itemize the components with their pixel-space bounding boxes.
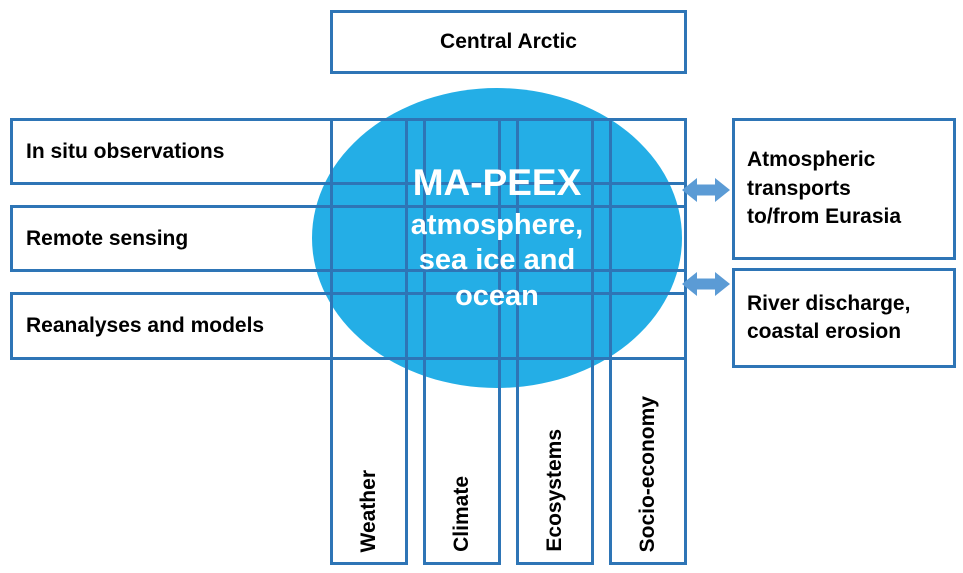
column-socio-economy: Socio-economy [609,118,687,565]
column-weather: Weather [330,118,408,565]
ellipse-subtitle: atmosphere, sea ice and ocean [410,208,584,312]
central-arctic-box: Central Arctic [330,10,687,74]
ma-peex-ellipse [312,88,682,388]
ellipse-title: MA-PEEX [412,161,582,203]
column-climate: Climate [423,118,501,565]
column-ecosystems-label: Ecosystems [543,429,566,552]
atmospheric-transports-box: Atmospheric transports to/from Eurasia [732,118,956,260]
reanalyses-models-label: Reanalyses and models [26,314,265,337]
atmospheric-transports-label: Atmospheric transports to/from Eurasia [747,148,902,229]
river-discharge-label: River discharge, coastal erosion [747,291,911,343]
column-ecosystems: Ecosystems [516,118,594,565]
remote-sensing-label: Remote sensing [26,226,189,250]
double-arrow-icon [681,172,731,208]
double-arrow-icon [681,266,731,302]
in-situ-observations-label: In situ observations [26,139,225,163]
central-arctic-label: Central Arctic [440,30,577,53]
column-weather-label: Weather [357,469,380,552]
ellipse-text-block: MA-PEEX atmosphere, sea ice and ocean [312,88,682,388]
column-climate-label: Climate [450,476,473,552]
river-discharge-box: River discharge, coastal erosion [732,268,956,368]
column-socio-economy-label: Socio-economy [636,395,659,552]
